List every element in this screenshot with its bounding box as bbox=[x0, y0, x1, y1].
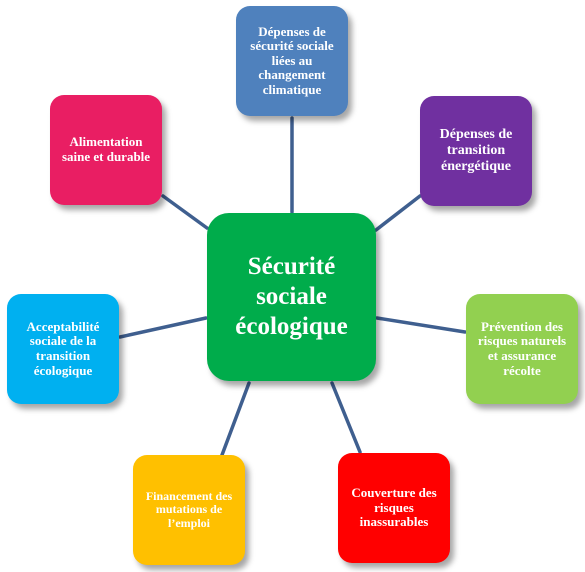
node-energy-transition: Dépenses de transition énergétique bbox=[420, 96, 532, 206]
node-label: Dépenses de sécurité sociale liées au ch… bbox=[250, 23, 334, 97]
node-label: Financement des mutations de l’emploi bbox=[145, 488, 233, 530]
connector-line bbox=[161, 194, 209, 230]
node-label: Prévention des risques naturels et assur… bbox=[477, 318, 567, 378]
connector-line bbox=[374, 194, 422, 232]
node-label: Alimentation saine et durable bbox=[61, 134, 151, 164]
node-uninsurable-risks: Couverture des risques inassurables bbox=[338, 453, 450, 563]
node-employment-financing: Financement des mutations de l’emploi bbox=[133, 455, 245, 565]
node-social-acceptability: Acceptabilité sociale de la transition é… bbox=[7, 294, 119, 404]
connector-line bbox=[375, 316, 467, 334]
node-label: Couverture des risques inassurables bbox=[351, 485, 437, 530]
node-climate-expenses: Dépenses de sécurité sociale liées au ch… bbox=[236, 6, 348, 116]
node-healthy-food: Alimentation saine et durable bbox=[50, 95, 162, 205]
node-label: Dépenses de transition énergétique bbox=[439, 127, 513, 174]
connector-line bbox=[118, 316, 208, 339]
center-node: Sécurité sociale écologique bbox=[207, 213, 376, 381]
node-risk-prevention: Prévention des risques naturels et assur… bbox=[466, 294, 578, 404]
node-label: Acceptabilité sociale de la transition é… bbox=[26, 318, 100, 378]
center-node-label: Sécurité sociale écologique bbox=[235, 253, 348, 340]
connector-line bbox=[330, 381, 362, 454]
connector-line bbox=[220, 381, 251, 457]
